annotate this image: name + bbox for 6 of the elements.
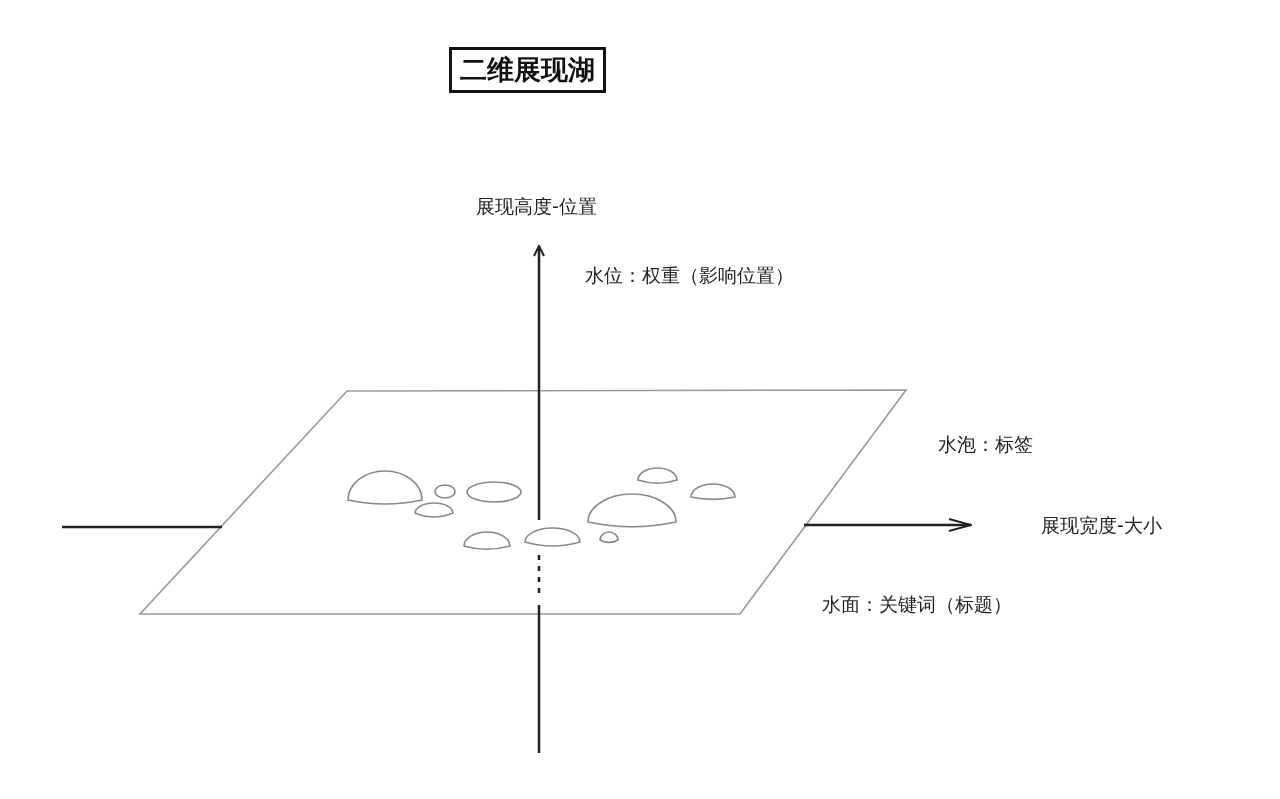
annotation-label: 水位：权重（影响位置） <box>585 263 794 287</box>
annotation-label: 水面：关键词（标题） <box>822 592 1012 616</box>
axis-label: 展现宽度-大小 <box>1041 513 1162 537</box>
annotation-label: 水泡：标签 <box>938 432 1033 456</box>
title: 二维展现湖 <box>449 47 606 93</box>
axis-label: 展现高度-位置 <box>476 194 597 218</box>
